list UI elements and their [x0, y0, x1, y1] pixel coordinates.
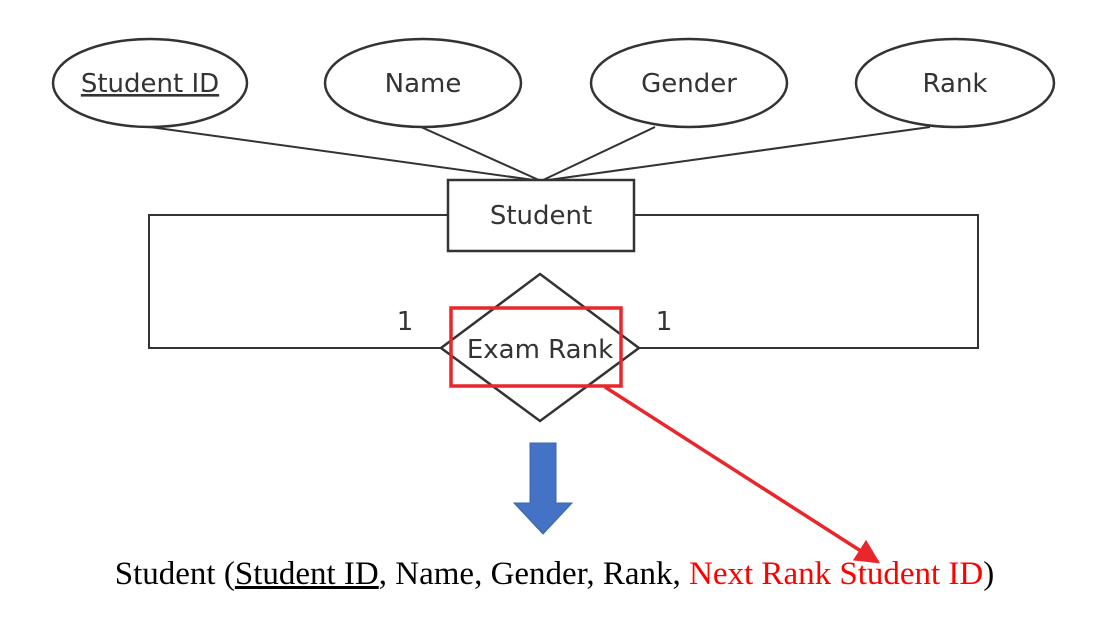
attribute-gender-label: Gender: [641, 69, 737, 99]
schema-new-attribute: Next Rank Student ID: [689, 556, 984, 592]
attribute-name-label: Name: [385, 69, 462, 99]
schema-separator-1: ,: [378, 556, 396, 592]
connector-gender: [540, 126, 656, 182]
attribute-name-ellipse: [323, 37, 523, 129]
connector-name: [420, 126, 542, 182]
blue-down-arrow: [512, 442, 574, 535]
schema-attr-gender: Gender: [490, 556, 587, 592]
attribute-name: Name: [323, 37, 523, 129]
schema-close-paren: ): [983, 556, 995, 592]
attribute-student-id: Student ID: [51, 37, 249, 129]
attribute-rank-label: Rank: [923, 69, 988, 99]
schema-separator-4: ,: [672, 556, 690, 592]
attribute-gender-ellipse: [589, 37, 789, 129]
attribute-rank: Rank: [854, 37, 1056, 129]
schema-separator-3: ,: [586, 556, 603, 592]
red-pointer-arrow: [604, 385, 881, 564]
connector-rank: [540, 126, 931, 182]
attribute-rank-ellipse: [854, 37, 1056, 129]
right-loop-line: [634, 214, 979, 349]
left-loop-line: [148, 214, 448, 349]
schema-table-name: Student: [114, 556, 216, 592]
relational-schema: Student (Student ID, Name, Gender, Rank,…: [0, 555, 1109, 595]
attribute-student-id-label: Student ID: [81, 69, 219, 99]
schema-primary-key: Student ID: [234, 556, 379, 592]
attribute-gender: Gender: [589, 37, 789, 129]
highlight-box: [449, 306, 623, 388]
entity-student-box: [446, 178, 636, 253]
entity-student-label: Student: [490, 201, 592, 231]
cardinality-left: 1: [397, 307, 414, 337]
schema-attr-rank: Rank: [602, 556, 673, 592]
relationship-exam-rank-label: Exam Rank: [467, 335, 613, 365]
relationship-exam-rank: Exam Rank: [438, 272, 642, 423]
entity-student: Student: [446, 178, 636, 253]
connector-student-id: [149, 126, 542, 182]
schema-attr-name: Name: [395, 556, 475, 592]
attribute-student-id-ellipse: [51, 37, 249, 129]
schema-open-paren: (: [215, 556, 235, 592]
schema-separator-2: ,: [474, 556, 491, 592]
cardinality-right: 1: [656, 307, 673, 337]
